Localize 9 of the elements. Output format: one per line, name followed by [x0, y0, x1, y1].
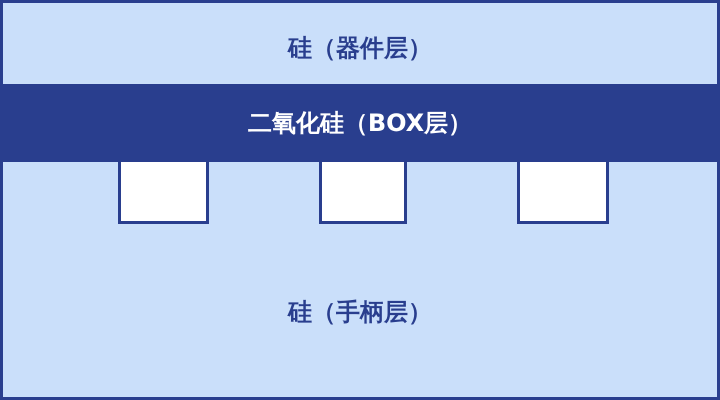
layer-band: [0, 84, 720, 162]
cavity-box: [517, 162, 609, 224]
layer-band: [0, 0, 720, 84]
layer-label: 硅（器件层）: [288, 33, 432, 63]
cavity-box: [319, 162, 407, 224]
cavity-box: [118, 162, 209, 224]
layer-band: [0, 162, 720, 400]
layer-label: 硅（手柄层）: [288, 297, 432, 327]
layer-label: 二氧化硅（BOX层）: [248, 108, 472, 138]
